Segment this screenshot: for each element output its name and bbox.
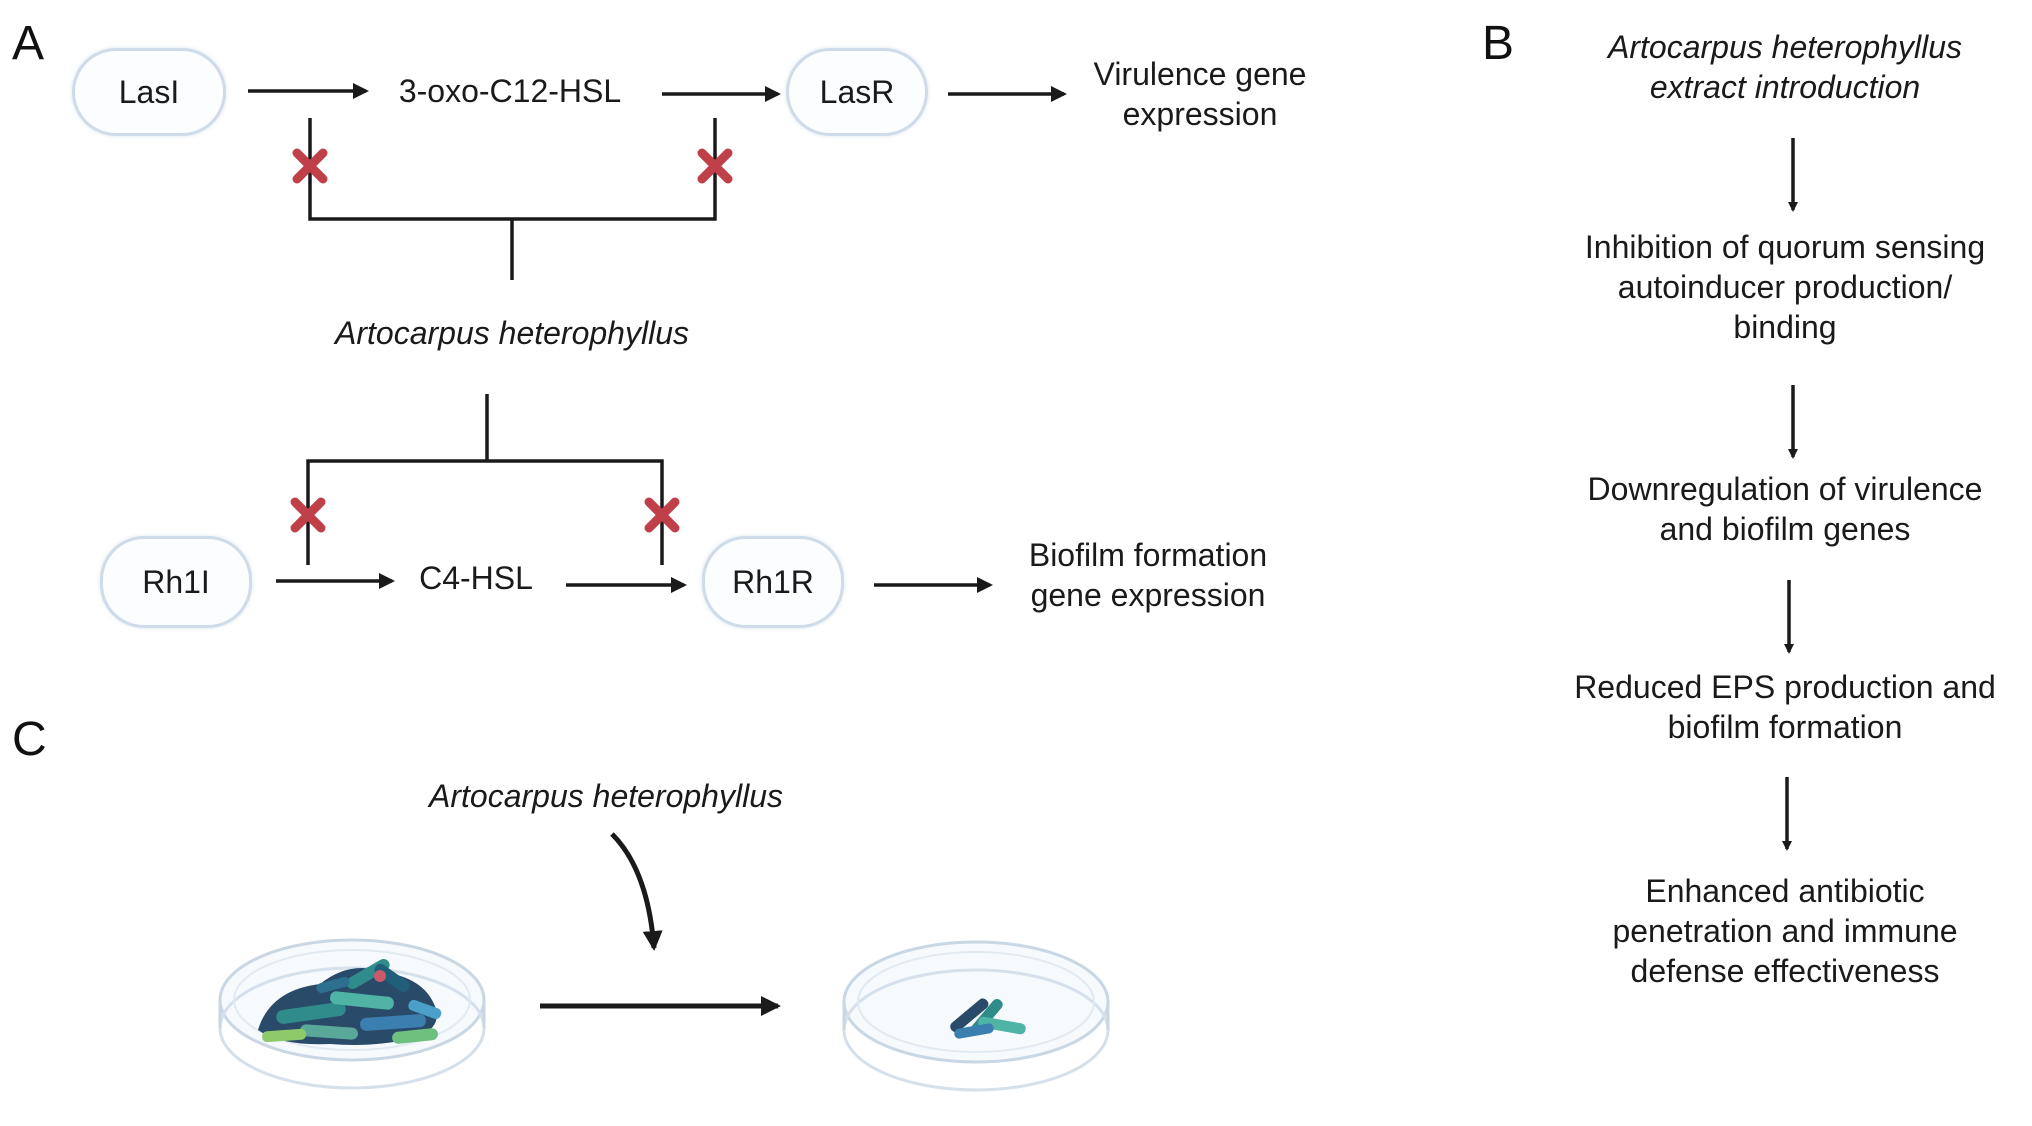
inhibition-mark-lasr	[697, 148, 733, 184]
node-lasr: LasR	[786, 48, 928, 136]
inhibition-mark-lasi	[292, 148, 328, 184]
label-biofilm-gene-expression: Biofilm formation gene expression	[1029, 535, 1267, 615]
flow-step-1: Artocarpus heterophyllus extract introdu…	[1550, 27, 2020, 107]
petri-dish-treated	[842, 940, 1110, 1092]
flow-step-4-line-1: Reduced EPS production and	[1574, 669, 1996, 705]
label-virulence-gene-expression: Virulence gene expression	[1094, 54, 1307, 134]
flow-step-5-line-2: penetration and immune	[1612, 913, 1958, 949]
flow-step-4-line-2: biofilm formation	[1667, 709, 1903, 745]
flow-step-5: Enhanced antibiotic penetration and immu…	[1550, 871, 2020, 991]
dense-biofilm-cluster	[258, 959, 442, 1045]
inhibition-mark-rh1i	[290, 497, 326, 533]
treatment-curved-arrow	[610, 832, 663, 951]
flow-step-2-line-2: autoinducer production/	[1617, 269, 1953, 305]
label-inhibitor-artocarpus: Artocarpus heterophyllus	[335, 315, 689, 351]
label-treatment-artocarpus: Artocarpus heterophyllus	[429, 778, 783, 814]
node-lasi: LasI	[72, 48, 226, 136]
flow-step-2-line-1: Inhibition of quorum sensing	[1584, 229, 1986, 265]
virulence-line-2: expression	[1122, 96, 1278, 132]
las-inhibition-bracket	[308, 118, 717, 221]
flow-step-1-line-2: extract introduction	[1649, 69, 1921, 105]
node-rh1r: Rh1R	[702, 536, 844, 628]
flow-step-2-line-3: binding	[1733, 309, 1837, 345]
inhibition-mark-rh1r	[644, 497, 680, 533]
flow-step-1-line-1: Artocarpus heterophyllus	[1608, 29, 1962, 65]
flow-step-3-line-2: and biofilm genes	[1659, 511, 1911, 547]
node-rh1i: Rh1I	[100, 536, 252, 628]
label-3oxo-c12-hsl: 3-oxo-C12-HSL	[398, 73, 622, 109]
flow-step-5-line-1: Enhanced antibiotic	[1645, 873, 1925, 909]
flow-step-3-line-1: Downregulation of virulence	[1587, 471, 1983, 507]
virulence-line-1: Virulence gene	[1093, 56, 1307, 92]
petri-dish-untreated	[218, 938, 486, 1090]
panel-label-a: A	[12, 17, 45, 70]
flow-step-3: Downregulation of virulence and biofilm …	[1550, 469, 2020, 549]
panel-label-c: C	[12, 713, 47, 766]
panel-label-b: B	[1482, 17, 1515, 70]
rhl-inhibition-bracket	[306, 459, 664, 565]
biofilm-line-2: gene expression	[1030, 577, 1266, 613]
biofilm-line-1: Biofilm formation	[1028, 537, 1268, 573]
flow-step-5-line-3: defense effectiveness	[1630, 953, 1940, 989]
sparse-biofilm-cluster	[950, 998, 1026, 1039]
flow-step-2: Inhibition of quorum sensing autoinducer…	[1550, 227, 2020, 347]
label-c4-hsl: C4-HSL	[419, 560, 533, 596]
flow-step-4: Reduced EPS production and biofilm forma…	[1550, 667, 2020, 747]
